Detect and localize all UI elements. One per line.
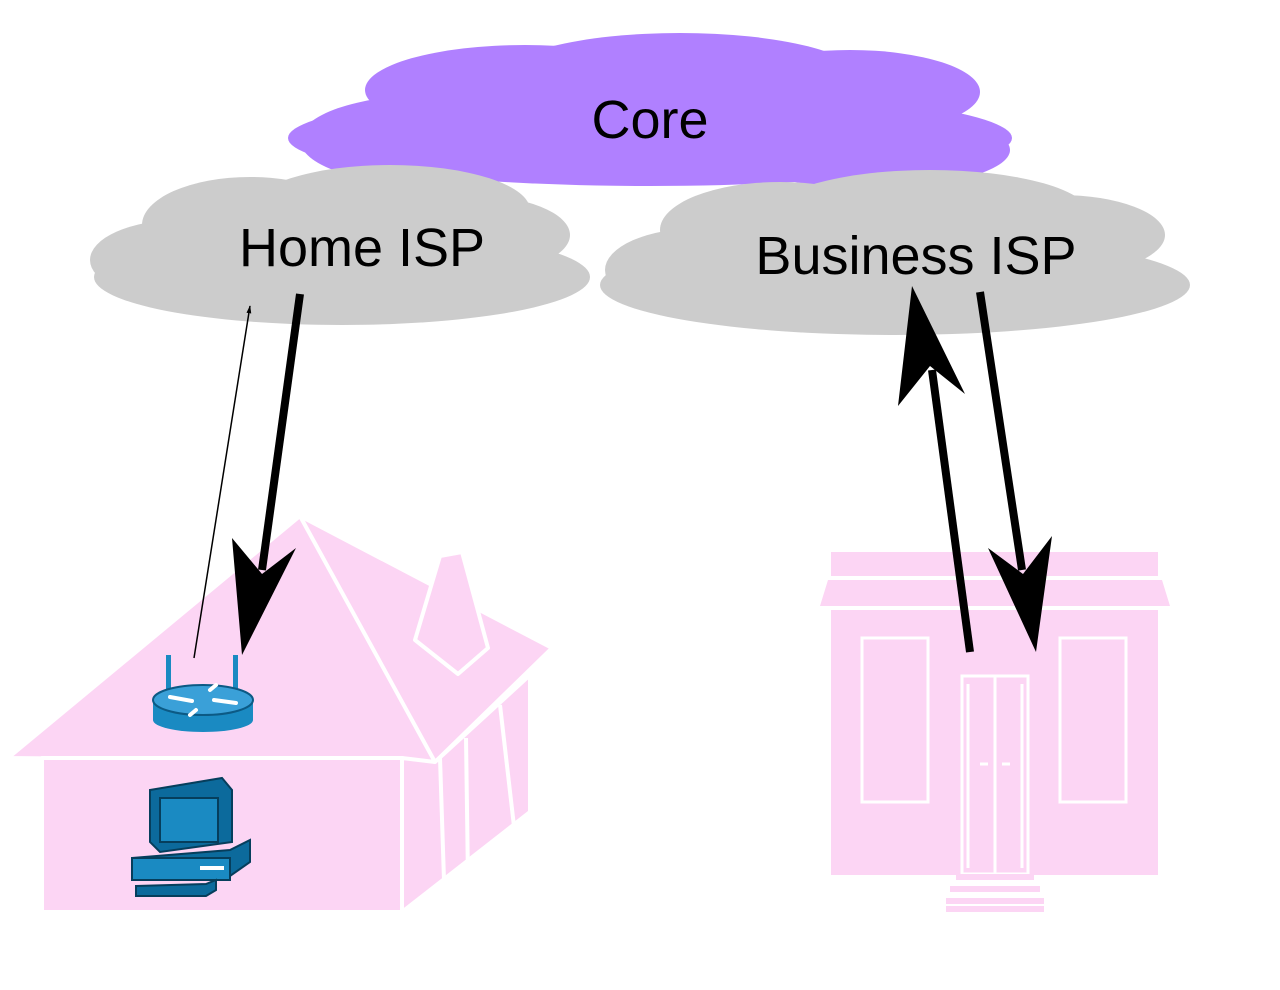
router-icon <box>152 655 254 732</box>
building-ledge <box>820 580 1170 606</box>
core-label: Core <box>591 90 708 150</box>
house-side-line <box>498 704 517 836</box>
business-building <box>820 552 1170 912</box>
home-uplink-arrow <box>193 305 252 659</box>
home-downlink-arrow <box>232 293 304 655</box>
home-isp-cloud: Home ISP <box>90 165 590 325</box>
business-downlink-arrow <box>976 291 1052 652</box>
building-window-right <box>1058 636 1128 804</box>
core-cloud-shape <box>288 33 1012 188</box>
home-isp-cloud-shape <box>90 165 590 325</box>
computer-icon <box>131 776 251 897</box>
house-side-line <box>438 757 446 881</box>
business-isp-cloud: Business ISP <box>600 170 1190 335</box>
home-isp-label: Home ISP <box>239 218 485 278</box>
house-chimney <box>413 550 490 676</box>
house-side-line <box>464 737 470 881</box>
house-roof-ridge <box>298 515 437 763</box>
business-isp-label: Business ISP <box>755 226 1076 286</box>
building-window-left <box>860 636 930 804</box>
building-steps <box>946 874 1044 912</box>
business-isp-cloud-shape <box>600 170 1190 335</box>
home-building <box>6 514 554 914</box>
business-uplink-arrow <box>898 286 974 653</box>
core-cloud: Core <box>288 33 1012 188</box>
